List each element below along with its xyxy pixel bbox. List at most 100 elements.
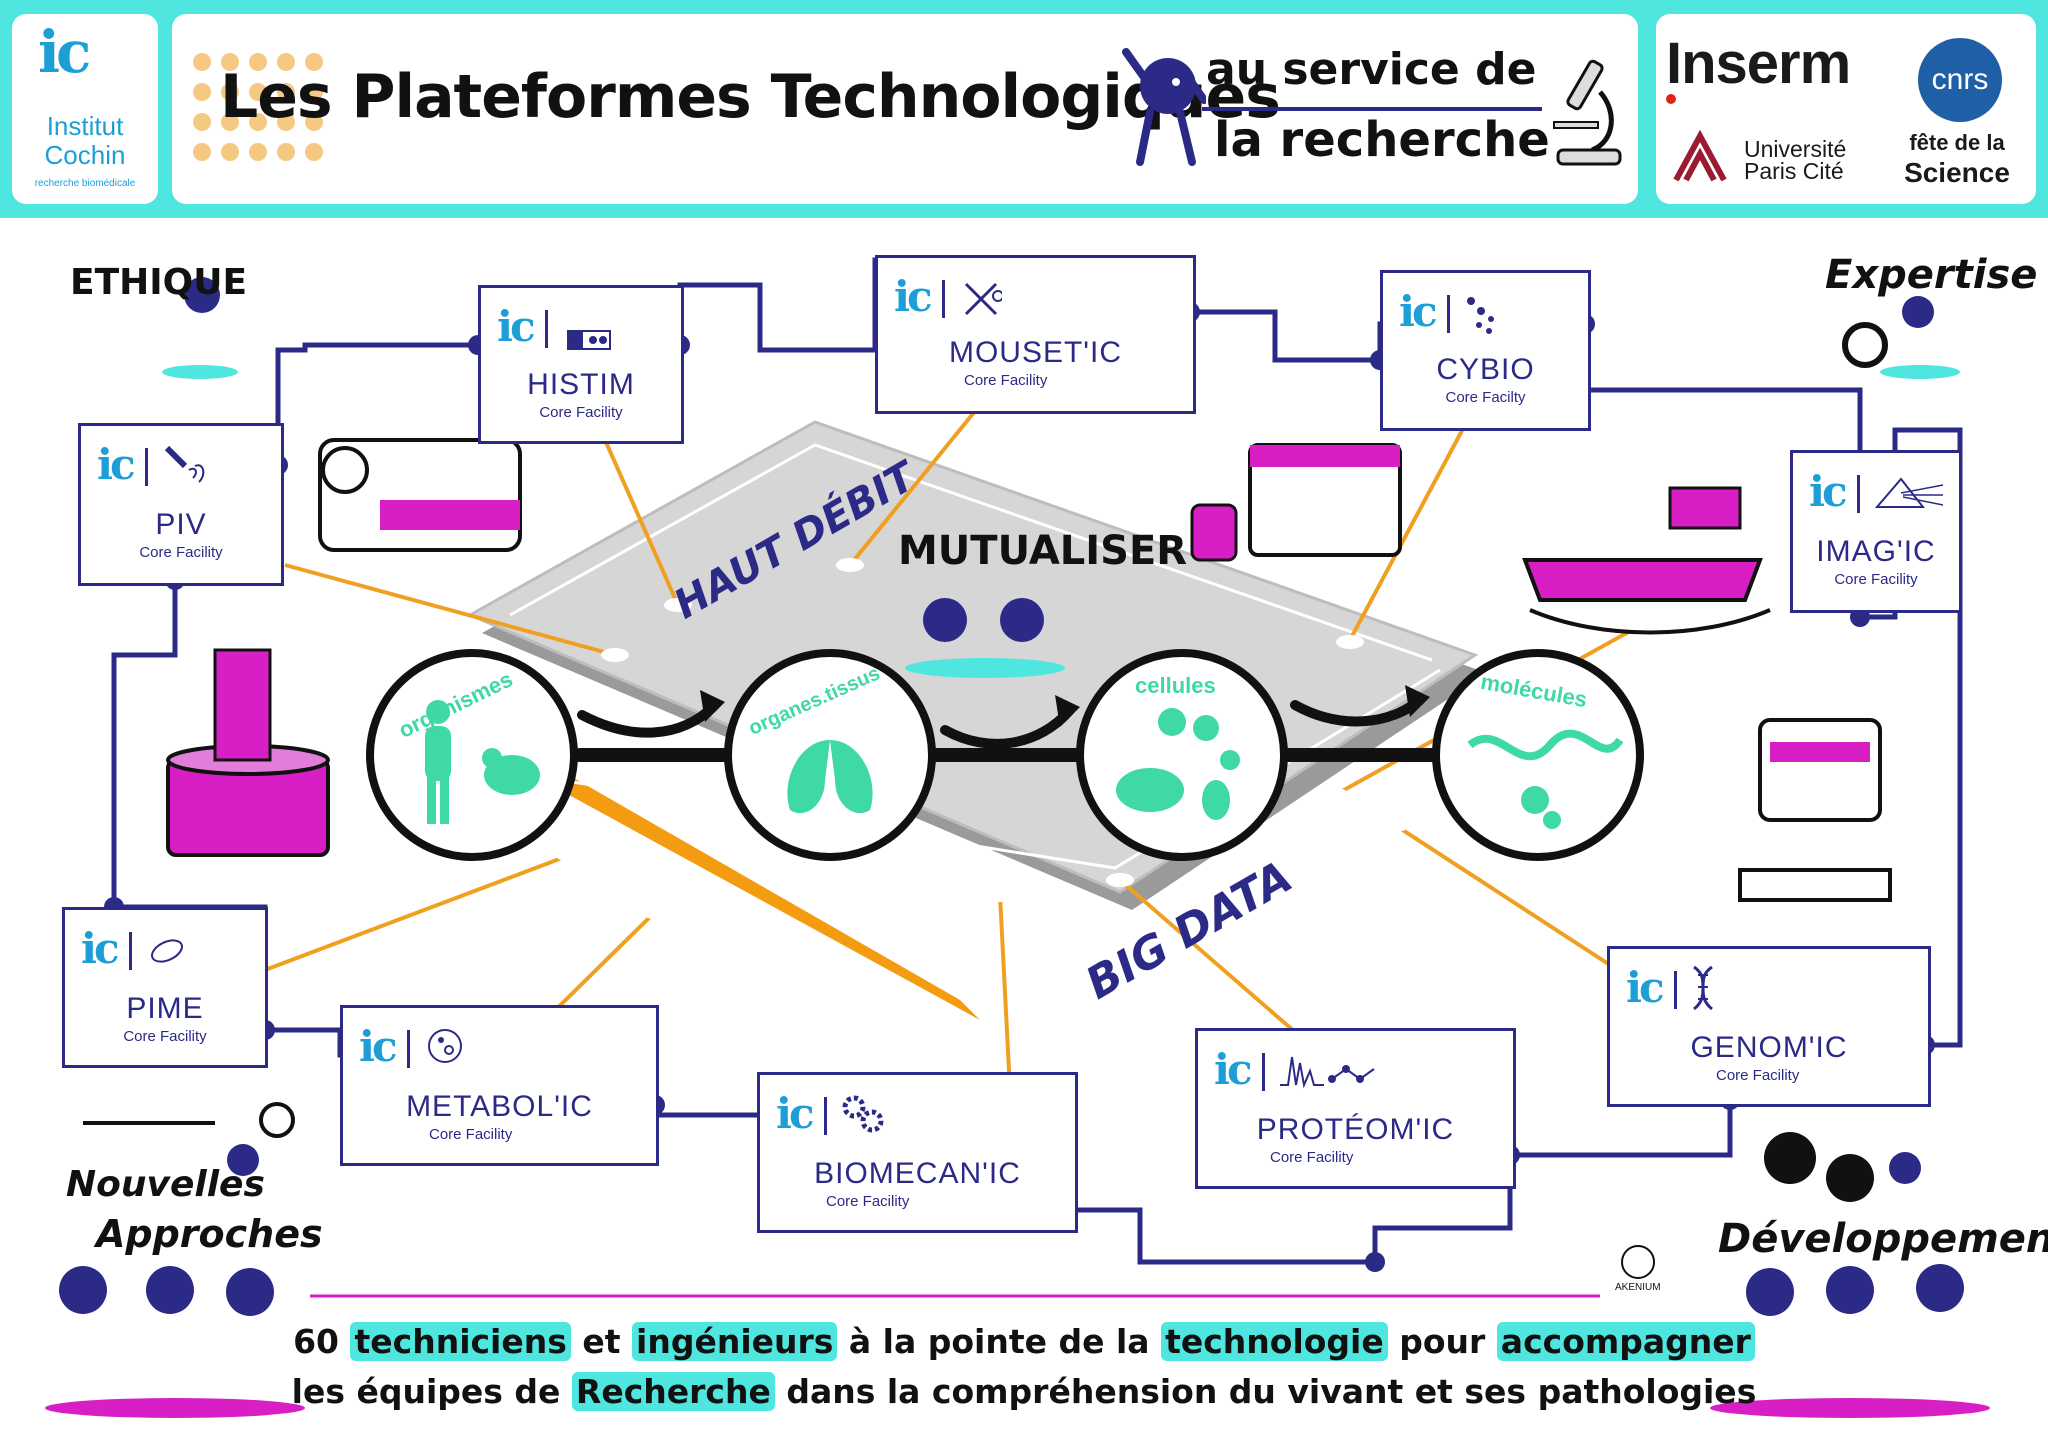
expertise-floor — [1880, 365, 1960, 379]
dot-grid-decoration — [193, 53, 323, 161]
microtome-icon — [318, 438, 522, 552]
mouse-dna-icon — [964, 282, 1002, 316]
platform-name: MOUSET'IC — [948, 336, 1123, 369]
highlight-recherche: Recherche — [571, 1372, 775, 1411]
universite-paris-cite-logo: Université Paris Cité — [1744, 138, 1846, 183]
platform-subtitle: Core Facility — [1716, 1067, 1800, 1084]
subtitle-line1: au service de — [1206, 44, 1537, 95]
approches-label: Approches — [96, 1212, 323, 1256]
ic-divider — [129, 932, 132, 970]
platform-box-pime[interactable]: ic PIME Core Facility — [62, 907, 268, 1068]
ic-divider — [407, 1030, 410, 1068]
scale-illustrations — [425, 700, 1624, 829]
bottom-statement-line2: les équipes de Recherche dans la compréh… — [0, 1372, 2048, 1411]
bottom-text: pour — [1387, 1322, 1497, 1361]
diagram-canvas — [45, 257, 1990, 1418]
subtitle-underline — [1202, 107, 1542, 111]
cytometer-icon — [1190, 443, 1402, 562]
pipetting-robot-icon — [1522, 486, 1771, 635]
ic-mark: ic — [359, 1022, 397, 1071]
mutualiser-floor — [905, 658, 1065, 678]
platform-subtitle: Core Facility — [1834, 571, 1918, 588]
board-track-top — [509, 443, 1433, 662]
scale-label-cellules: cellules — [1135, 673, 1216, 698]
gears-small-icon — [842, 1095, 884, 1133]
signature-text: AKENIUM — [1615, 1282, 1661, 1293]
platform-name: PIME — [126, 992, 204, 1025]
platform-subtitle: Core Facility — [964, 372, 1048, 389]
ic-mark: ic — [97, 440, 135, 489]
highlight-techniciens: techniciens — [350, 1322, 571, 1361]
vacuum-chamber-icon — [166, 648, 330, 857]
platform-box-biomecan-ic[interactable]: ic BIOMECAN'IC Core Facility — [757, 1072, 1078, 1233]
ic-mark: ic — [1626, 963, 1664, 1012]
bacterium-icon — [151, 939, 183, 963]
co2-cell-icon — [428, 1029, 462, 1063]
ic-logo-mark: ic — [38, 18, 91, 86]
ic-mark: ic — [1214, 1045, 1252, 1094]
platform-name: CYBIO — [1436, 353, 1535, 386]
ic-mark: ic — [894, 272, 932, 321]
platform-subtitle: Core Facility — [539, 404, 623, 421]
highlight-ingenieurs: ingénieurs — [632, 1322, 838, 1361]
board-orange-edge — [560, 770, 980, 1020]
platform-subtitle: Core Facilty — [1445, 389, 1526, 406]
ic-divider — [145, 448, 148, 486]
platform-name: GENOM'IC — [1690, 1031, 1848, 1064]
fete-line2: Science — [1904, 157, 2010, 188]
ic-mark: ic — [1809, 467, 1847, 516]
platform-name: PROTÉOM'IC — [1256, 1113, 1455, 1146]
network-path — [111, 257, 1963, 1265]
page-title: Les Plateformes Technologiques — [220, 62, 1281, 132]
confocal-microscope-icon — [1738, 718, 1892, 902]
expertise-label: Expertise — [1825, 252, 2038, 298]
platform-box-imag-ic[interactable]: ic IMAG'IC Core Facility — [1790, 450, 1962, 613]
platform-box-proteom-ic[interactable]: ic PROTÉOM'IC Core Facility — [1195, 1028, 1516, 1189]
inserm-logo: Inserm — [1666, 31, 1851, 96]
ic-divider — [1857, 475, 1860, 513]
bottom-text: à la pointe de la — [837, 1322, 1162, 1361]
inserm-dot — [1666, 94, 1676, 104]
bottom-statement-line1: 60 techniciens et ingénieurs à la pointe… — [0, 1322, 2048, 1361]
prism-light-icon — [1874, 477, 1944, 508]
developpement-floor — [1710, 1398, 1990, 1418]
cell-dots-icon — [1467, 297, 1494, 334]
histology-slide-icon — [567, 330, 611, 350]
bottom-text: les équipes de — [291, 1372, 572, 1411]
platform-name: METABOL'IC — [406, 1090, 593, 1123]
platform-subtitle: Core Facility — [139, 544, 223, 561]
ethique-floor — [162, 365, 238, 379]
ic-divider — [1447, 295, 1450, 333]
ic-divider — [942, 280, 945, 318]
platform-subtitle: Core Facility — [123, 1028, 207, 1045]
platform-box-genom-ic[interactable]: ic GENOM'IC Core Facility — [1607, 946, 1931, 1107]
logo-tagline: recherche biomédicale — [34, 178, 136, 189]
platform-box-cybio[interactable]: ic CYBIO Core Facilty — [1380, 270, 1591, 431]
logo-name-line1: Institut — [46, 111, 124, 141]
fete-de-la-science-logo: fête de la Science — [1882, 128, 2032, 188]
developpement-label: Développement — [1718, 1216, 2048, 1262]
platform-box-piv[interactable]: ic PIV Core Facility — [78, 423, 284, 586]
magnifier-icon — [1842, 322, 1888, 368]
nouvelles-floor — [45, 1398, 305, 1418]
bottom-text: et — [570, 1322, 633, 1361]
platform-box-metabol-ic[interactable]: ic METABOL'IC Core Facility — [340, 1005, 659, 1166]
ic-divider — [1262, 1053, 1265, 1091]
platform-box-histim[interactable]: ic HISTIM Core Facility — [478, 285, 684, 444]
ic-mark: ic — [497, 302, 535, 351]
subtitle-line2: la recherche — [1214, 112, 1550, 168]
cnrs-logo: cnrs — [1918, 38, 2002, 122]
platform-name: PIV — [155, 508, 207, 541]
gears-icon — [1764, 1132, 1874, 1202]
ic-divider — [545, 310, 548, 348]
ic-divider — [824, 1097, 827, 1135]
ethique-label: ETHIQUE — [70, 262, 248, 303]
board-connector-dots — [556, 558, 1409, 919]
highlight-accompagner: accompagner — [1496, 1322, 1755, 1361]
platform-box-mouset-ic[interactable]: ic MOUSET'IC Core Facility — [875, 255, 1196, 414]
arrow-heads — [700, 685, 1430, 727]
platform-subtitle: Core Facility — [429, 1126, 513, 1143]
bottom-text: 60 — [293, 1322, 351, 1361]
ic-mark: ic — [81, 924, 119, 973]
platform-name: HISTIM — [527, 368, 635, 401]
